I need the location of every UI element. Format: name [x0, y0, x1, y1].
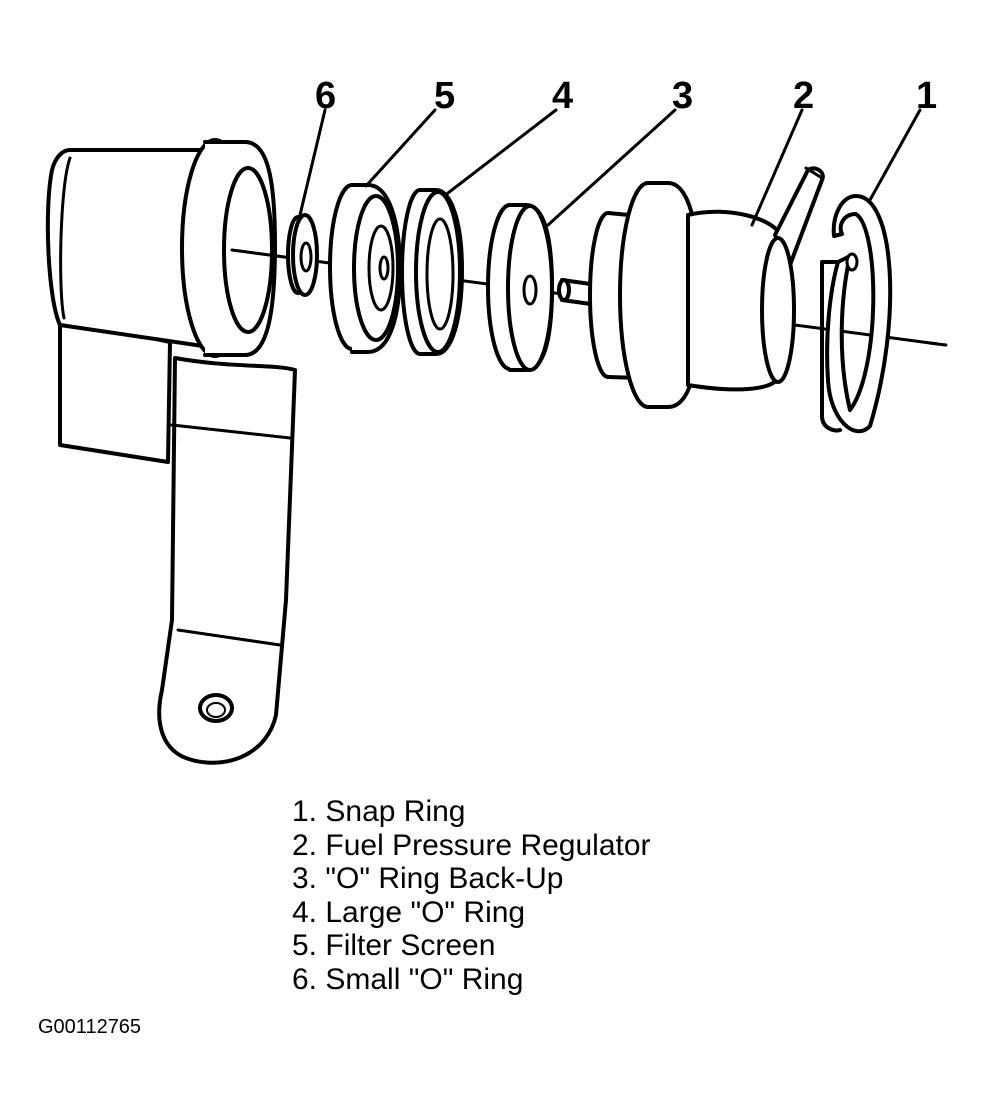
leader-1 — [868, 108, 922, 202]
leader-2 — [750, 108, 804, 227]
leader-3 — [546, 108, 677, 227]
assembly-axis-dash — [928, 341, 948, 347]
part-fuel-pressure-regulator — [557, 166, 825, 409]
callout-1: 1 — [916, 75, 937, 117]
callout-2: 2 — [793, 75, 814, 117]
legend-item: 4. Large "O" Ring — [292, 895, 526, 929]
leader-5 — [364, 108, 437, 188]
leader-6 — [298, 108, 327, 217]
legend-item: 5. Filter Screen — [292, 929, 496, 962]
callout-5: 5 — [434, 75, 455, 117]
fuel-rail-housing — [45, 138, 297, 765]
callout-leaders — [298, 108, 922, 227]
legend-item: 6. Small "O" Ring — [292, 962, 524, 996]
part-small-o-ring — [286, 213, 319, 297]
figure-id: G00112765 — [38, 1016, 142, 1038]
leader-4 — [446, 108, 558, 195]
housing-bore — [222, 166, 274, 334]
part-snap-ring — [820, 194, 893, 434]
legend-item: 2. Fuel Pressure Regulator — [292, 828, 651, 862]
part-filter-screen — [328, 183, 402, 354]
parts-legend: 1. Snap Ring 2. Fuel Pressure Regulator … — [292, 795, 651, 996]
part-o-ring-back-up — [486, 203, 554, 372]
callout-3: 3 — [672, 75, 693, 117]
legend-item: 3. "O" Ring Back-Up — [292, 862, 564, 895]
callout-6: 6 — [315, 75, 336, 117]
part-large-o-ring — [400, 188, 464, 356]
callout-4: 4 — [552, 75, 573, 117]
legend-item: 1. Snap Ring — [292, 795, 466, 828]
